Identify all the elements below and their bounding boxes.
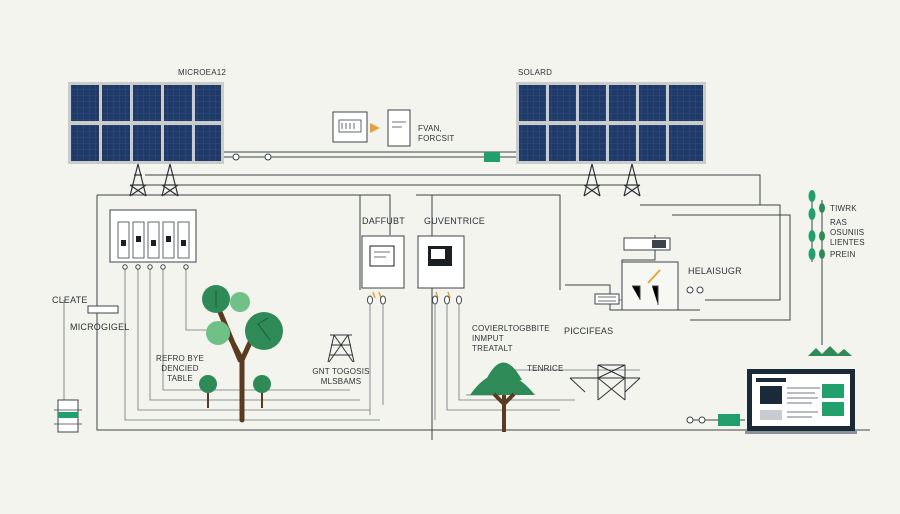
sensor-node-icon — [808, 190, 825, 262]
daffubt-label: DAFFUBT — [362, 216, 405, 226]
piccifeas-label: PICCIFEAS — [564, 326, 614, 336]
forecast-label: FVAN, FORCSIT — [418, 124, 455, 143]
tree-icon — [202, 285, 283, 423]
converter-box-right — [417, 235, 465, 305]
guventrice-label: GUVENTRICE — [424, 216, 486, 226]
ras-label: RAS OSUNIIS LIENTES — [830, 218, 865, 247]
transmission-tower-icon — [129, 163, 179, 197]
battery-icon — [718, 414, 740, 426]
converter-box-left — [361, 235, 405, 305]
refro-label: REFRO BYE DENCIED TABLE — [155, 354, 205, 383]
transmission-tower-icon — [569, 364, 641, 401]
gnt-label: GNT TOGOSIS MLSBAMS — [312, 367, 370, 386]
tiwrk-label: TIWRK — [830, 204, 857, 213]
solar-panel-right — [516, 82, 706, 164]
transmission-tower-icon — [583, 163, 641, 197]
tenrice-label: TENRICE — [527, 364, 564, 373]
hills-icon — [808, 346, 852, 356]
meter-box — [594, 237, 704, 311]
wiring — [63, 151, 870, 440]
battery-icon — [54, 305, 119, 433]
microgiel-label: MICROGIGEL — [70, 322, 130, 332]
tree-icon — [199, 375, 271, 408]
inverter-icon — [332, 109, 512, 162]
monitor-icon — [745, 369, 857, 434]
panel-right-label: SOLARD — [518, 68, 553, 77]
helaisugr-label: HELAISUGR — [688, 266, 742, 276]
cleate-label: CLEATE — [52, 295, 88, 305]
tree-icon — [470, 362, 535, 432]
transmission-tower-icon — [327, 334, 355, 363]
prein-label: PREIN — [830, 250, 856, 259]
solar-panel-left — [68, 82, 224, 164]
breaker-panel — [109, 209, 197, 270]
convertors-label: COVIERLTOGBBITE INMPUT TREATALT — [472, 324, 550, 353]
panel-left-label: MICROEA12 — [178, 68, 227, 77]
